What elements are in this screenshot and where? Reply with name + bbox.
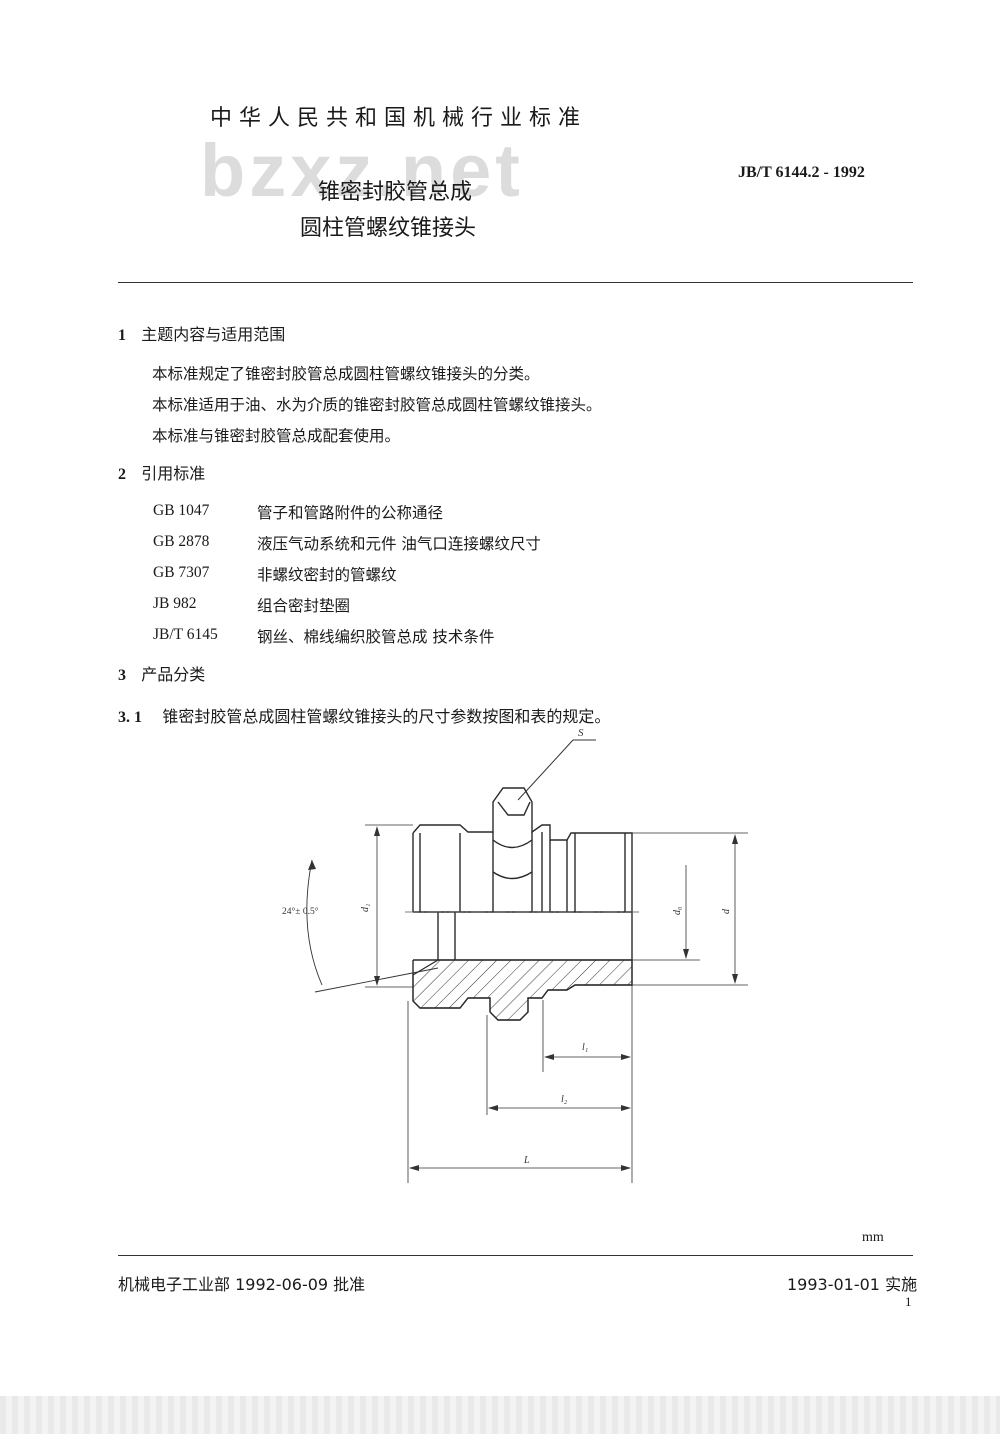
section-3-number: 3 <box>118 667 126 684</box>
section-2-heading: 2 引用标准 <box>118 460 205 484</box>
page-number: 1 <box>905 1294 912 1309</box>
section-3-title: 产品分类 <box>141 665 206 684</box>
section-hatch <box>412 959 633 1021</box>
section-1-paragraph: 本标准与锥密封胶管总成配套使用。 <box>152 427 401 445</box>
footer-divider <box>118 1255 913 1256</box>
ref-title: 非螺纹密封的管螺纹 <box>257 566 397 584</box>
watermark: bzxz.net <box>200 129 524 212</box>
dim-label-l2: l₂ <box>561 1094 568 1105</box>
dim-label-s: S <box>578 727 584 739</box>
approval-line: 机械电子工业部 1992-06-09 批准 <box>118 1275 366 1294</box>
effective-date-line: 1993-01-01 实施 <box>787 1275 918 1294</box>
unit-label: mm <box>862 1230 884 1245</box>
clause-3-1: 3. 1 锥密封胶管总成圆柱管螺纹锥接头的尺寸参数按图和表的规定。 <box>118 703 610 727</box>
ref-title: 液压气动系统和元件 油气口连接螺纹尺寸 <box>257 535 541 553</box>
standard-number: JB/T 6144.2 - 1992 <box>738 164 865 181</box>
dim-label-d0: d₀ <box>672 906 683 915</box>
section-3-heading: 3 产品分类 <box>118 661 205 685</box>
section-1-title: 主题内容与适用范围 <box>141 325 286 344</box>
ref-code: GB 2878 <box>153 533 210 550</box>
dim-label-angle: 24°± 0.5° <box>282 906 319 917</box>
ref-title: 钢丝、棉线编织胶管总成 技术条件 <box>257 628 495 646</box>
dim-label-d1: d₁ <box>360 904 371 912</box>
ref-title: 组合密封垫圈 <box>257 597 351 615</box>
section-1-paragraph: 本标准规定了锥密封胶管总成圆柱管螺纹锥接头的分类。 <box>152 365 540 383</box>
clause-3-1-number: 3. 1 <box>118 709 142 726</box>
section-1-number: 1 <box>118 327 126 344</box>
section-1-paragraph: 本标准适用于油、水为介质的锥密封胶管总成圆柱管螺纹锥接头。 <box>152 396 602 414</box>
section-1-heading: 1 主题内容与适用范围 <box>118 321 285 345</box>
header-divider <box>118 282 913 283</box>
header-organization: 中华人民共和国机械行业标准 <box>210 106 588 131</box>
ref-title: 管子和管路附件的公称通径 <box>257 504 444 522</box>
dim-label-L: L <box>523 1155 530 1166</box>
dim-label-l1: l₁ <box>582 1042 588 1053</box>
section-2-title: 引用标准 <box>141 464 206 483</box>
ref-code: JB 982 <box>153 595 197 612</box>
scanner-bottom-band <box>0 1396 1000 1434</box>
clause-3-1-text: 锥密封胶管总成圆柱管螺纹锥接头的尺寸参数按图和表的规定。 <box>162 707 611 726</box>
document-title-line2: 圆柱管螺纹锥接头 <box>300 216 477 241</box>
document-title-line1: 锥密封胶管总成 <box>318 180 473 205</box>
section-2-number: 2 <box>118 466 126 483</box>
dim-label-d: d <box>721 908 732 914</box>
ref-code: GB 1047 <box>153 502 210 519</box>
ref-code: GB 7307 <box>153 564 210 581</box>
ref-code: JB/T 6145 <box>153 626 218 643</box>
